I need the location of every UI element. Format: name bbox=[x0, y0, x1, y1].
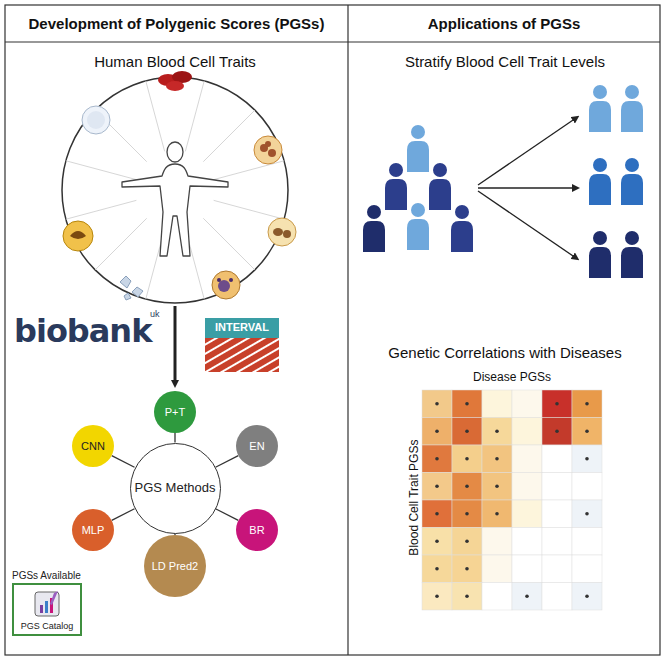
method-name: P+T bbox=[161, 406, 189, 418]
column-header: Development of Polygenic Scores (PGSs) bbox=[5, 5, 348, 42]
person-icon bbox=[621, 158, 643, 205]
table-column: Applications of PGSs bbox=[348, 5, 660, 655]
connector bbox=[112, 456, 135, 468]
connector bbox=[215, 456, 238, 468]
neutrophil bbox=[254, 136, 282, 164]
method-circle: LD Pred2 bbox=[144, 535, 206, 597]
box-heading: PGSs Available bbox=[12, 570, 98, 581]
basophil bbox=[212, 271, 240, 299]
section-title: Human Blood Cell Traits bbox=[25, 54, 325, 71]
column-header: Applications of PGSs bbox=[348, 5, 660, 42]
human-figure bbox=[122, 142, 228, 256]
person-icon bbox=[589, 85, 611, 132]
table-frame bbox=[5, 5, 660, 655]
interval-logo: INTERVAL bbox=[205, 321, 279, 333]
connector bbox=[174, 433, 175, 443]
person-icon bbox=[385, 163, 407, 210]
catalog-frame: PGS Catalog bbox=[12, 583, 82, 636]
axis-label: Disease PGSs bbox=[422, 371, 602, 384]
method-name: CNN bbox=[77, 440, 109, 452]
platelets bbox=[120, 276, 143, 300]
stratify-arrows bbox=[478, 118, 576, 258]
method-name: MLP bbox=[78, 524, 109, 536]
person-icon bbox=[621, 231, 643, 278]
method-name: PGS Methods bbox=[131, 481, 220, 495]
section-title: Stratify Blood Cell Trait Levels bbox=[360, 54, 650, 71]
body-ring bbox=[62, 77, 288, 303]
person-icon bbox=[621, 85, 643, 132]
person-icon bbox=[407, 203, 429, 250]
catalog-name: PGS Catalog bbox=[16, 621, 78, 631]
biobank-logo: biobank bbox=[14, 314, 151, 349]
connector bbox=[215, 509, 238, 521]
method-name: LD Pred2 bbox=[148, 560, 202, 572]
catalog-box: PGSs AvailablePGS Catalog bbox=[12, 570, 98, 650]
method-circle: CNN bbox=[72, 425, 114, 467]
method-circle: EN bbox=[236, 425, 278, 467]
people-icons bbox=[363, 85, 643, 278]
method-circle: MLP bbox=[72, 509, 114, 551]
section-title: Genetic Correlations with Diseases bbox=[360, 345, 650, 362]
hub-circle: PGS Methods bbox=[130, 443, 221, 534]
column-rule bbox=[347, 5, 348, 655]
person-icon bbox=[589, 231, 611, 278]
lymphocyte bbox=[82, 106, 110, 134]
method-circle: BR bbox=[236, 509, 278, 551]
eosinophil bbox=[268, 218, 296, 246]
catalog-icon bbox=[32, 589, 62, 619]
person-icon bbox=[407, 125, 429, 172]
method-name: EN bbox=[245, 440, 268, 452]
person-icon bbox=[363, 205, 385, 252]
person-icon bbox=[589, 158, 611, 205]
logo-superscript: uk bbox=[150, 310, 160, 320]
heatmap bbox=[422, 390, 602, 610]
interval-logo-band bbox=[205, 318, 279, 338]
method-circle: P+T bbox=[154, 391, 196, 433]
person-icon bbox=[451, 205, 473, 252]
method-name: BR bbox=[245, 524, 268, 536]
person-icon bbox=[429, 163, 451, 210]
red-blood-cells bbox=[158, 71, 192, 91]
data-arrow bbox=[174, 306, 177, 384]
monocyte bbox=[63, 221, 93, 251]
header-rule bbox=[5, 41, 660, 42]
interval-logo-stripes bbox=[205, 338, 279, 372]
connector bbox=[112, 509, 135, 521]
axis-label: Blood Cell Trait PGSs bbox=[408, 423, 421, 573]
